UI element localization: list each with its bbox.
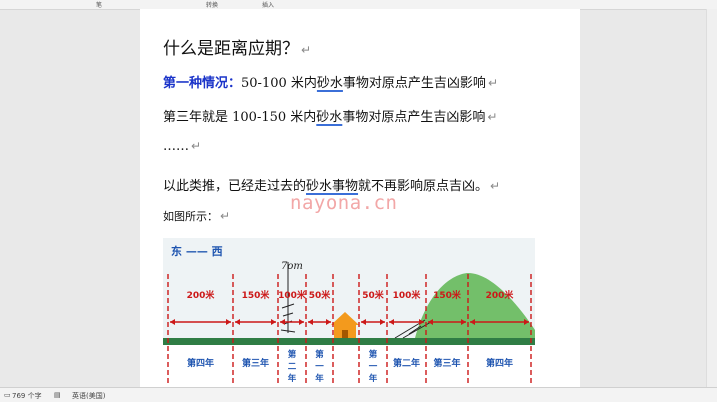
case-one-label: 第一种情况：: [163, 76, 242, 91]
paragraph-mark-icon: ↵: [191, 139, 202, 153]
language-indicator[interactable]: 英语(美国): [72, 392, 106, 400]
distance-label: 100米: [393, 289, 422, 301]
arrow-head-right: [524, 319, 529, 325]
page-heading: 什么是距离应期？↵: [163, 39, 312, 59]
house-icon: [331, 312, 359, 338]
paragraph-ellipsis: ……↵: [163, 139, 202, 154]
arrow-head-left: [170, 319, 175, 325]
ground-band: [163, 338, 535, 345]
ribbon-tab-insert[interactable]: 插入: [262, 2, 275, 9]
document-page: 什么是距离应期？↵ 第一种情况：50-100 米内砂水事物对原点产生吉凶影响↵ …: [140, 9, 580, 387]
distance-diagram: 7om 东 —— 西 200米第四年150米第三年100米第二年50米第一年50…: [163, 238, 535, 385]
year-label: 年: [369, 373, 378, 384]
arrow-head-right: [380, 319, 385, 325]
scrollbar[interactable]: [706, 9, 717, 387]
arrow-head-right: [226, 319, 231, 325]
paragraph-as-shown: 如图所示：↵: [163, 209, 231, 223]
year-label: 一: [369, 362, 378, 372]
paragraph-third-year: 第三年就是 100-150 米内砂水事物对原点产生吉凶影响↵: [163, 110, 498, 125]
distance-label: 50米: [362, 289, 385, 301]
arrow-head-left: [428, 319, 433, 325]
year-label: 第四年: [486, 357, 513, 369]
ribbon-tab-pen[interactable]: 笔: [96, 2, 103, 9]
year-label: 第四年: [187, 357, 214, 369]
year-label: 第: [315, 349, 324, 360]
word-count[interactable]: 769 个字: [12, 392, 42, 400]
year-label: 第: [288, 349, 297, 360]
distance-label: 50米: [309, 289, 332, 301]
status-bar: ▭ 769 个字 ▤ 英语(美国): [0, 387, 717, 402]
distance-label: 200米: [486, 289, 515, 301]
watermark: nayona.cn: [290, 192, 398, 214]
proofing-icon[interactable]: ▤: [54, 391, 61, 399]
year-label: 年: [315, 373, 324, 384]
arrow-head-left: [470, 319, 475, 325]
distance-label: 150米: [242, 289, 271, 301]
year-label: 二: [288, 362, 297, 372]
handwriting-note: 7om: [281, 261, 303, 272]
distance-label: 100米: [278, 289, 307, 301]
arrow-head-left: [235, 319, 240, 325]
distance-label: 150米: [433, 289, 462, 301]
year-label: 一: [315, 362, 324, 372]
ribbon-tab-convert[interactable]: 转换: [206, 2, 219, 9]
paragraph-mark-icon: ↵: [490, 179, 501, 193]
paragraph-mark-icon: ↵: [487, 76, 498, 90]
year-label: 第: [369, 349, 378, 360]
arrow-head-left: [308, 319, 313, 325]
arrow-head-right: [271, 319, 276, 325]
arrow-head-right: [461, 319, 466, 325]
arrow-head-right: [326, 319, 331, 325]
paragraph-and-so-on: 以此类推，已经走过去的砂水事物就不再影响原点吉凶。↵: [163, 179, 501, 194]
arrow-head-left: [389, 319, 394, 325]
year-label: 第三年: [433, 357, 460, 369]
page-info-icon: ▭: [4, 391, 11, 399]
paragraph-mark-icon: ↵: [487, 110, 498, 124]
paragraph-case-one: 第一种情况：50-100 米内砂水事物对原点产生吉凶影响↵: [163, 76, 498, 91]
year-label: 第二年: [393, 357, 420, 369]
direction-label: 东 —— 西: [171, 244, 223, 258]
paragraph-mark-icon: ↵: [301, 43, 312, 57]
year-label: 第三年: [242, 357, 269, 369]
paragraph-mark-icon: ↵: [220, 209, 231, 223]
arrow-head-right: [419, 319, 424, 325]
distance-label: 200米: [187, 289, 216, 301]
year-label: 年: [288, 373, 297, 384]
arrow-head-right: [299, 319, 304, 325]
arrow-head-left: [361, 319, 366, 325]
arrow-head-left: [280, 319, 285, 325]
